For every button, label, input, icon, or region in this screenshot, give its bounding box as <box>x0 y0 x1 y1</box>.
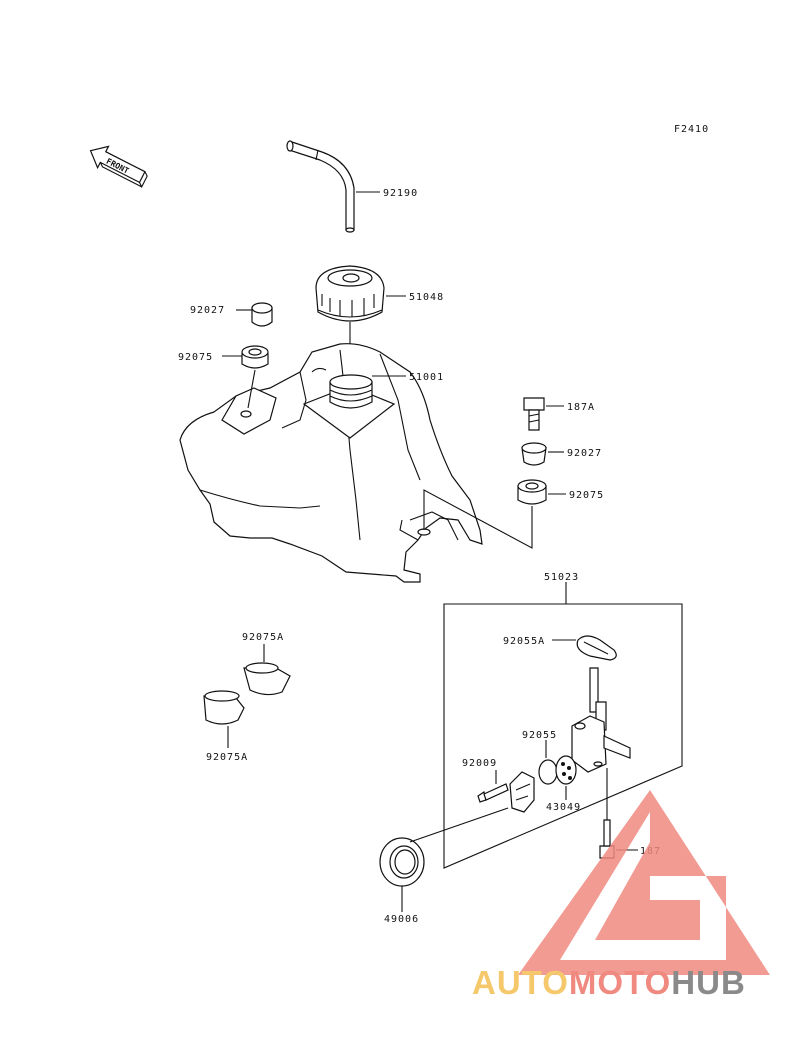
watermark-hub: HUB <box>671 964 746 1001</box>
label-92027-right: 92027 <box>567 448 602 459</box>
label-51048: 51048 <box>409 292 444 303</box>
label-92055: 92055 <box>522 730 557 741</box>
damper-bottom <box>203 690 245 725</box>
grommet-right <box>517 479 547 505</box>
label-187a: 187A <box>567 402 595 413</box>
label-49006: 49006 <box>384 914 419 925</box>
label-92190: 92190 <box>383 188 418 199</box>
label-92075a-top: 92075A <box>242 632 284 643</box>
bolt-92009 <box>477 783 509 803</box>
grommet-left <box>241 345 269 369</box>
figure-code: F2410 <box>674 124 709 135</box>
label-92075-left: 92075 <box>178 352 213 363</box>
triangle-logo-icon <box>518 790 770 975</box>
label-92075-right: 92075 <box>569 490 604 501</box>
label-92027-left: 92027 <box>190 305 225 316</box>
fuel-tank-cap <box>315 265 385 322</box>
fuel-cup <box>379 837 425 887</box>
label-92075a-bottom: 92075A <box>206 752 248 763</box>
breather-hose <box>286 140 355 233</box>
watermark-auto: AUTO <box>472 964 569 1001</box>
fuel-filter <box>555 755 577 785</box>
label-43049: 43049 <box>546 802 581 813</box>
label-92055a: 92055A <box>503 636 545 647</box>
label-51023: 51023 <box>544 572 579 583</box>
gasket <box>576 635 617 661</box>
svg-text:AUTOMOTOHUB: AUTOMOTOHUB <box>472 964 746 1001</box>
fuel-tank <box>179 343 483 583</box>
label-92009: 92009 <box>462 758 497 769</box>
cock-clamp <box>509 771 535 813</box>
watermark-logo: AUTOMOTOHUB <box>472 790 770 1001</box>
collar-right <box>521 442 547 466</box>
bolt-187a <box>523 397 545 431</box>
front-arrow-icon: FRONT <box>89 145 148 189</box>
collar-left <box>251 302 273 327</box>
watermark-moto: MOTO <box>569 964 671 1001</box>
damper-top <box>243 662 291 696</box>
fuel-cock <box>571 667 631 773</box>
label-51001: 51001 <box>409 372 444 383</box>
o-ring <box>538 759 558 785</box>
